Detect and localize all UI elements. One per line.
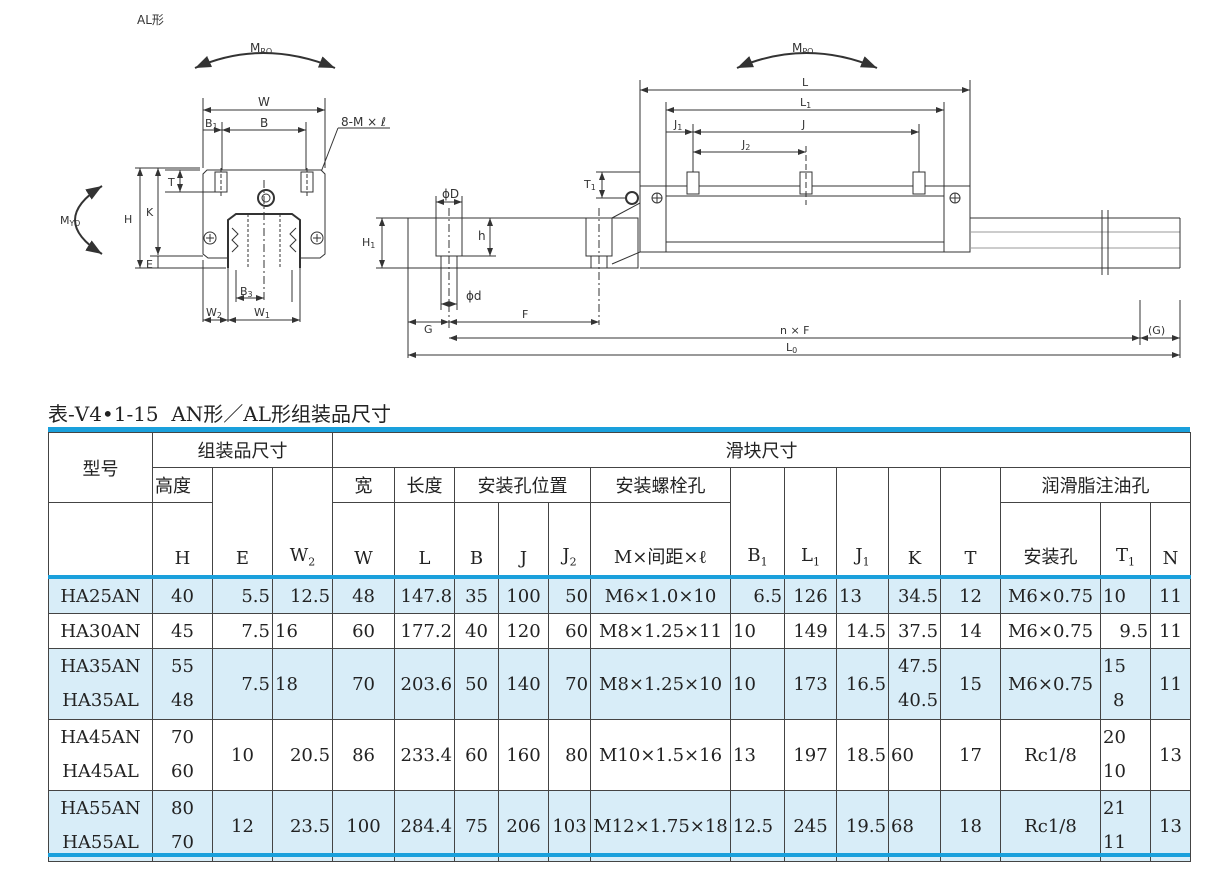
svg-text:J2: J2 <box>741 138 750 152</box>
type-label: AL形 <box>137 13 164 27</box>
col-model-blank <box>48 502 153 579</box>
table-caption: 表-V4•1-15 AN形／AL形组装品尺寸 <box>48 402 392 426</box>
col-K: K <box>888 467 942 579</box>
header-height: 高度 <box>152 467 213 503</box>
svg-text:L: L <box>802 76 809 89</box>
svg-text:8-M × ℓ: 8-M × ℓ <box>341 115 386 129</box>
header-mount-bolt: 安装螺栓孔 <box>590 467 732 503</box>
svg-text:G: G <box>424 323 433 336</box>
col-L1: L1 <box>784 467 838 579</box>
svg-text:T: T <box>167 176 175 189</box>
svg-text:J1: J1 <box>673 118 682 132</box>
svg-text:T1: T1 <box>583 178 596 192</box>
svg-text:K: K <box>146 206 154 219</box>
svg-text:B1: B1 <box>205 117 218 131</box>
svg-text:W: W <box>258 95 270 109</box>
header-mount-pos: 安装孔位置 <box>454 467 592 503</box>
svg-text:B3: B3 <box>240 285 253 299</box>
table-bottom-rule <box>48 853 1190 857</box>
moment-ro-arrow <box>194 52 336 69</box>
svg-text:(G): (G) <box>1148 324 1165 337</box>
col-W2: W2 <box>271 467 334 579</box>
header-model: 型号 <box>48 432 153 503</box>
moment-yo-arrow <box>74 185 103 255</box>
svg-text:E: E <box>146 258 153 271</box>
svg-text:L1: L1 <box>800 96 811 110</box>
col-B: B <box>454 502 500 579</box>
svg-text:J: J <box>801 118 805 131</box>
technical-drawing: AL形 MRO W B1 B 8-M × ℓ <box>60 13 1181 358</box>
col-H: H <box>152 502 213 579</box>
header-grease: 润滑脂注油孔 <box>1000 467 1192 503</box>
col-T: T <box>940 467 1002 579</box>
table-top-rule <box>48 427 1190 432</box>
col-bolt-spec: M×间距×ℓ <box>590 502 732 579</box>
svg-text:MRO: MRO <box>250 41 272 56</box>
header-block: 滑块尺寸 <box>332 432 1192 468</box>
svg-text:H: H <box>124 213 132 226</box>
grease-nipple-icon <box>257 189 275 207</box>
col-N: N <box>1150 502 1192 579</box>
header-width: 宽 <box>332 467 396 503</box>
svg-text:F: F <box>522 308 528 321</box>
svg-text:W2: W2 <box>206 306 222 320</box>
svg-text:B: B <box>260 116 268 130</box>
svg-text:L0: L0 <box>786 341 797 355</box>
svg-text:ϕD: ϕD <box>442 187 459 201</box>
svg-text:h: h <box>478 229 486 243</box>
svg-text:ϕd: ϕd <box>466 289 482 303</box>
col-J: J <box>498 502 550 579</box>
col-J1: J1 <box>836 467 890 579</box>
grease-nipple-side-icon <box>625 191 639 205</box>
svg-text:n × F: n × F <box>780 324 810 337</box>
col-E: E <box>212 467 273 579</box>
svg-text:MPO: MPO <box>792 41 813 56</box>
moment-po-arrow <box>736 52 878 69</box>
header-length: 长度 <box>394 467 456 503</box>
svg-text:MYO: MYO <box>60 214 80 228</box>
dimension-table: 型号 组装品尺寸 滑块尺寸 高度 E W2 宽 长度 安装孔位置 安装螺栓孔 B… <box>48 432 1192 862</box>
col-T1: T1 <box>1100 502 1152 579</box>
col-J2: J2 <box>548 502 592 579</box>
block-side <box>639 185 971 253</box>
col-hole: 安装孔 <box>1000 502 1102 579</box>
svg-text:H1: H1 <box>362 236 375 250</box>
header-assembly: 组装品尺寸 <box>151 432 334 468</box>
col-L: L <box>394 502 456 579</box>
svg-text:W1: W1 <box>254 306 270 320</box>
col-W: W <box>332 502 396 579</box>
col-B1: B1 <box>730 467 786 579</box>
